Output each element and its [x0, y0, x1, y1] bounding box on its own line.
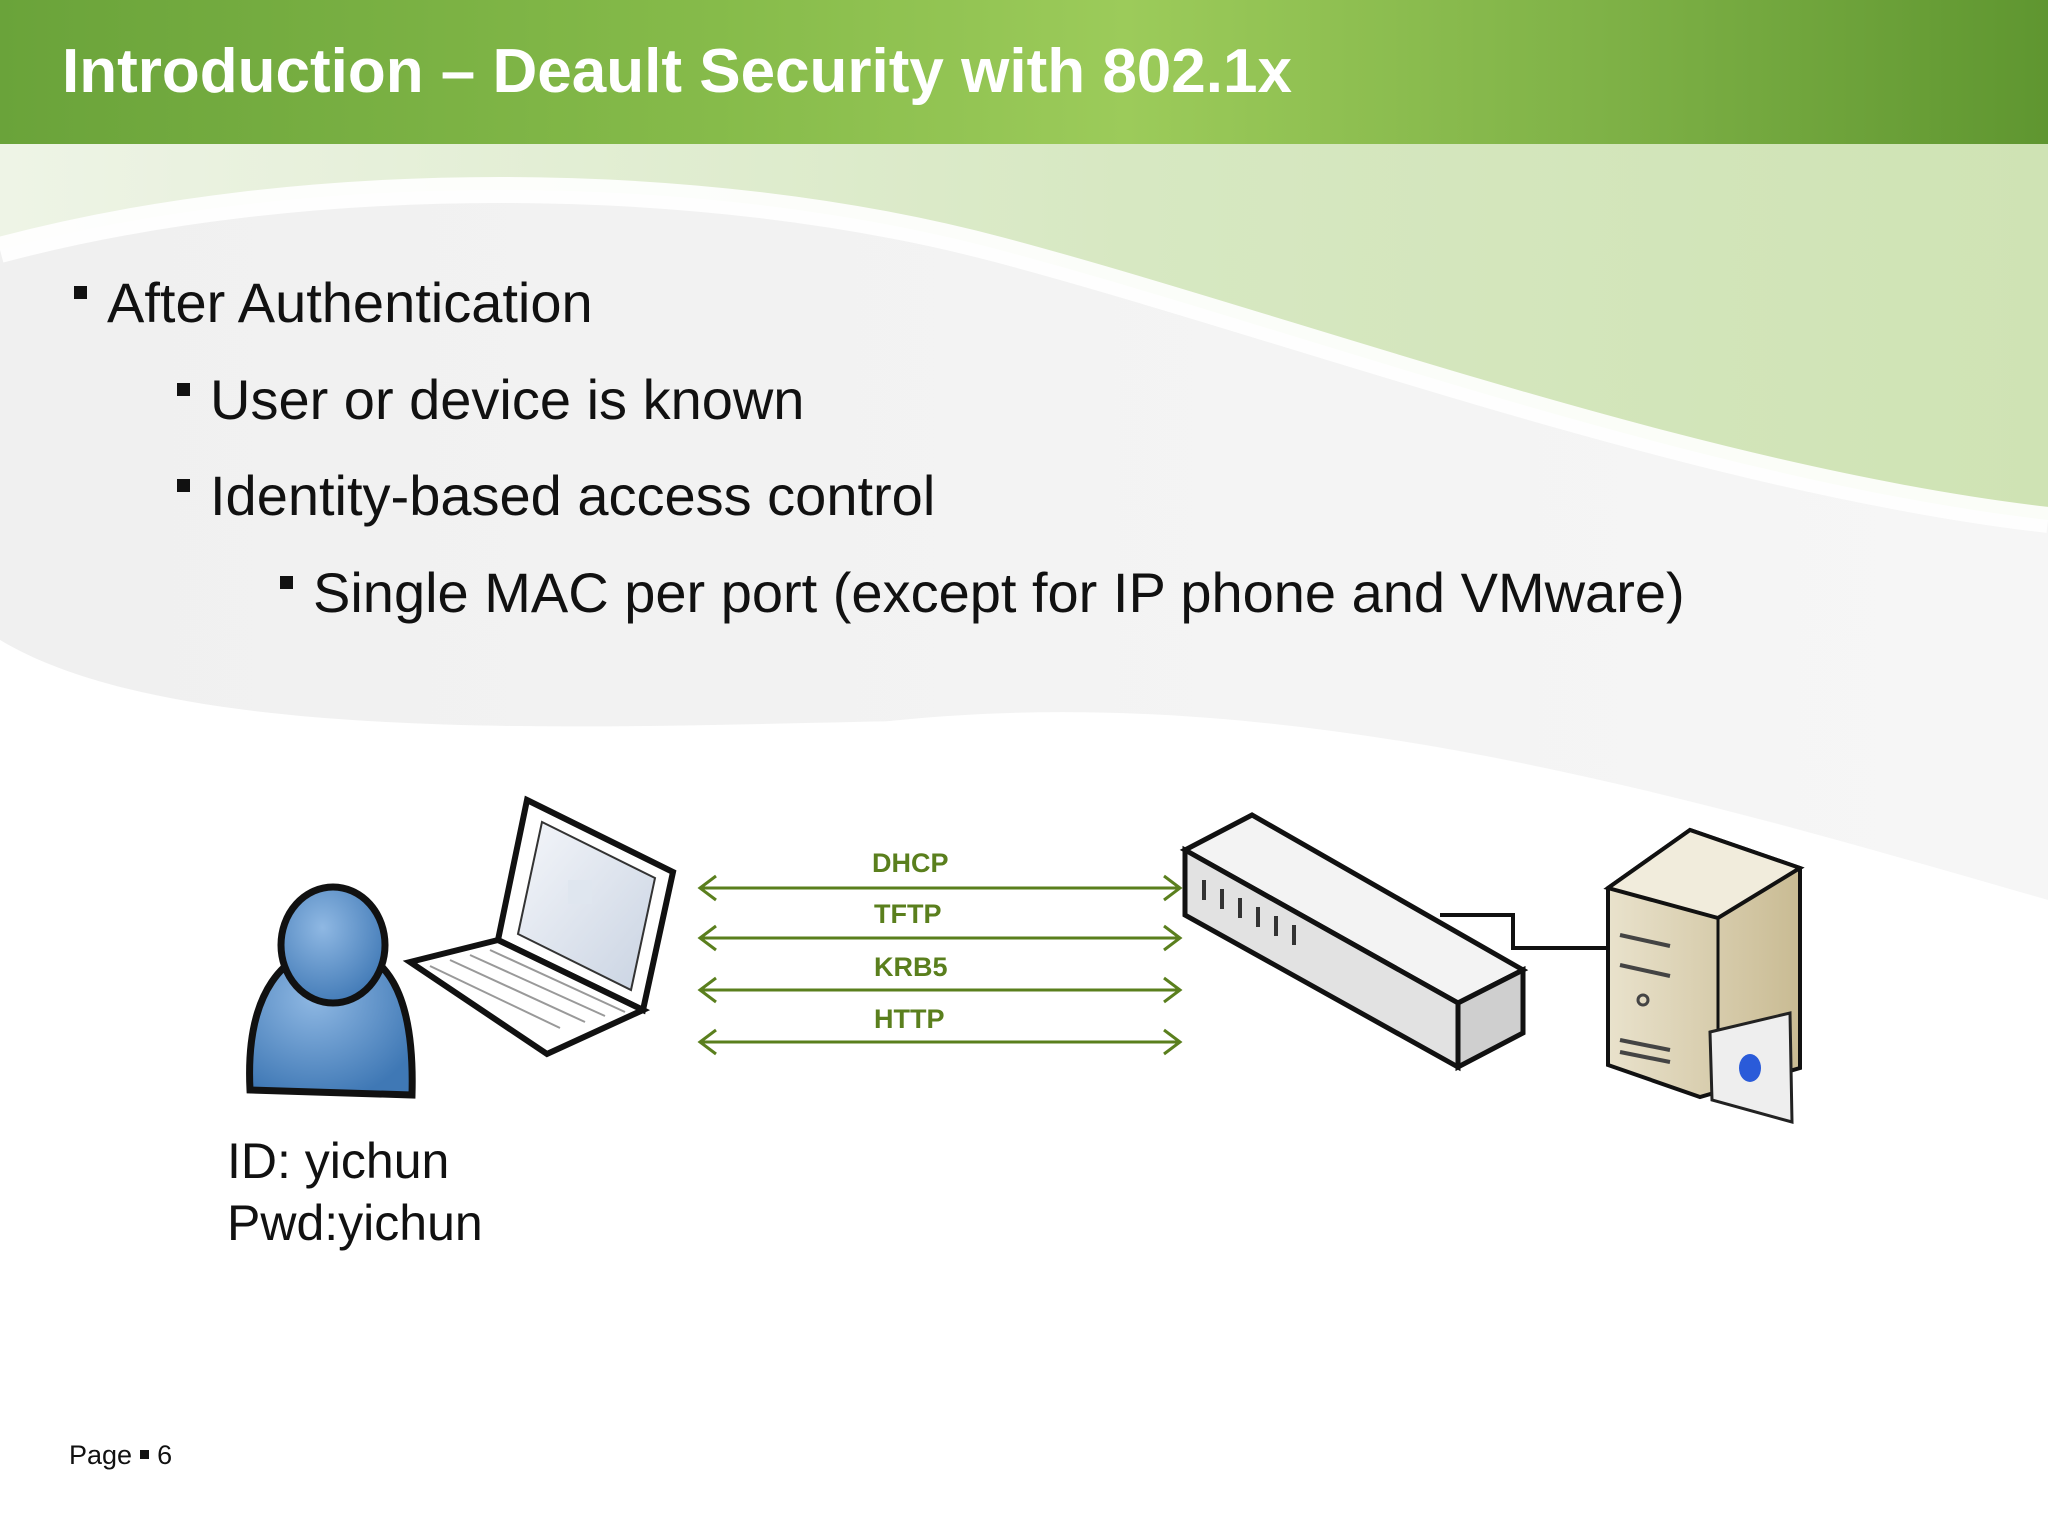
bullet-level3: Single MAC per port (except for IP phone… [280, 560, 1685, 626]
bullet-marker [177, 479, 190, 492]
page-number: Page 6 [69, 1440, 172, 1471]
credential-password: Pwd:yichun [227, 1195, 483, 1251]
bullet-text: Identity-based access control [210, 464, 936, 527]
bullet-level1: After Authentication [74, 270, 593, 336]
bullet-marker [74, 286, 87, 299]
bullet-level2: Identity-based access control [177, 463, 936, 529]
switch-icon [1179, 812, 1612, 1072]
page-number-value: 6 [157, 1440, 173, 1470]
title-bar: Introduction – Deault Security with 802.… [0, 0, 2048, 144]
laptop-icon [402, 795, 677, 1058]
bullet-text: Single MAC per port (except for IP phone… [313, 561, 1685, 624]
bullet-text: After Authentication [107, 271, 593, 334]
bullet-level2: User or device is known [177, 367, 805, 433]
page-label: Page [69, 1440, 133, 1470]
bullet-marker [280, 576, 293, 589]
bullet-marker [177, 383, 190, 396]
credential-id: ID: yichun [227, 1133, 450, 1189]
server-icon [1603, 827, 1805, 1124]
bullet-text: User or device is known [210, 368, 805, 431]
slide-title: Introduction – Deault Security with 802.… [62, 37, 1292, 106]
protocol-arrows [697, 874, 1183, 1056]
page-separator [140, 1449, 150, 1459]
user-icon [246, 883, 416, 1099]
